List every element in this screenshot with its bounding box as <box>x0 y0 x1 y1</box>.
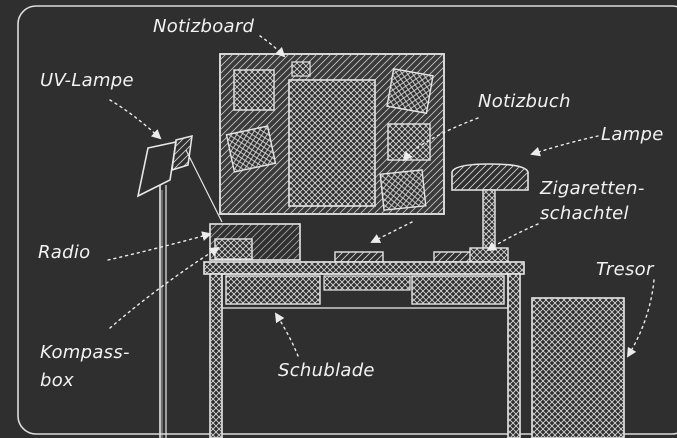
label-zigaretten-line1: Zigaretten- <box>540 178 645 199</box>
arrow-uv-lampe <box>109 99 162 140</box>
label-schublade: Schublade <box>278 360 375 381</box>
schreibtisch-shape <box>203 261 525 438</box>
label-kompassbox-line2: box <box>40 370 74 391</box>
label-uv-lampe: UV-Lampe <box>40 70 134 91</box>
arrow-radio <box>107 231 212 261</box>
label-radio: Radio <box>38 242 91 263</box>
arrow-tresor <box>626 279 655 358</box>
arrow-notizbuch-desk <box>370 221 413 243</box>
label-kompassbox-line1: Kompass- <box>40 342 130 363</box>
arrow-kompassbox <box>109 246 220 329</box>
tresor-shape <box>531 297 625 438</box>
label-notizbuch: Notizbuch <box>478 91 571 112</box>
radio-shape <box>209 223 301 261</box>
arrow-lampe <box>530 135 599 157</box>
notizbuch-shape <box>334 251 384 263</box>
notizboard-shape <box>219 53 445 215</box>
label-notizboard: Notizboard <box>153 16 255 37</box>
arrow-notizbuch-board <box>402 117 479 162</box>
arrow-notizboard <box>259 35 286 58</box>
lampe-shape <box>451 163 529 263</box>
label-lampe: Lampe <box>601 124 664 145</box>
frame-border <box>17 5 677 435</box>
label-tresor: Tresor <box>596 259 654 280</box>
label-zigaretten-line2: schachtel <box>540 203 629 224</box>
uv-lampe-shape <box>136 135 223 438</box>
arrow-schublade <box>274 312 299 357</box>
